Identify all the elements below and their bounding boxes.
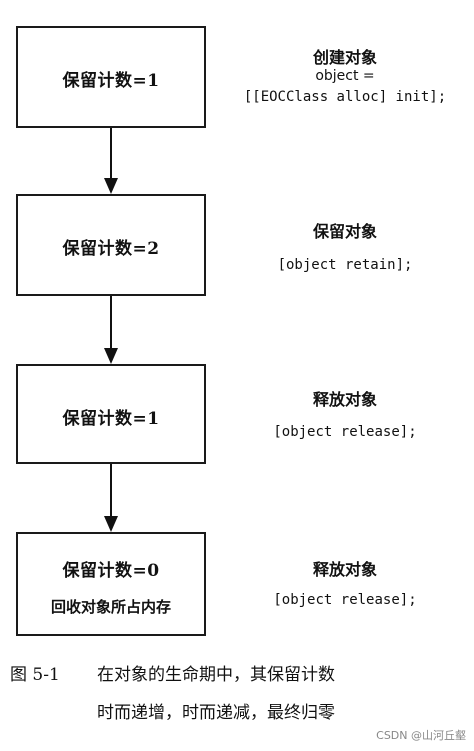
caption-line: 在对象的生命期中，其保留计数	[97, 665, 335, 685]
step-title: 释放对象	[312, 390, 377, 409]
down-arrow	[104, 128, 118, 194]
down-arrow	[104, 296, 118, 364]
down-arrow	[104, 464, 118, 532]
step-code-line: object =	[315, 68, 375, 84]
step-code-line: [object release];	[273, 592, 417, 608]
step-title: 保留对象	[312, 222, 377, 241]
watermark: CSDN @山河丘壑	[376, 729, 466, 742]
step-title: 创建对象	[312, 48, 377, 67]
step-title: 释放对象	[312, 560, 377, 579]
retain-count-label: 保留计数=1	[62, 409, 160, 429]
retain-count-label: 保留计数=2	[62, 239, 160, 259]
retain-count-box-3: 保留计数=1	[16, 364, 206, 464]
step-code-line: [object release];	[273, 424, 417, 440]
dealloc-note: 回收对象所占内存	[50, 598, 171, 616]
retain-count-box-2: 保留计数=2	[16, 194, 206, 296]
retain-count-label: 保留计数=0	[62, 561, 160, 581]
retain-count-label: 保留计数=1	[62, 71, 160, 91]
figure-number: 图 5-1	[10, 665, 60, 685]
caption-line: 时而递增，时而递减，最终归零	[97, 703, 335, 723]
retain-count-box-4: 保留计数=0 回收对象所占内存	[16, 532, 206, 636]
step-code-line: [object retain];	[277, 257, 413, 273]
step-code-line: [[EOCClass alloc] init];	[243, 89, 447, 105]
retain-count-box-1: 保留计数=1	[16, 26, 206, 128]
